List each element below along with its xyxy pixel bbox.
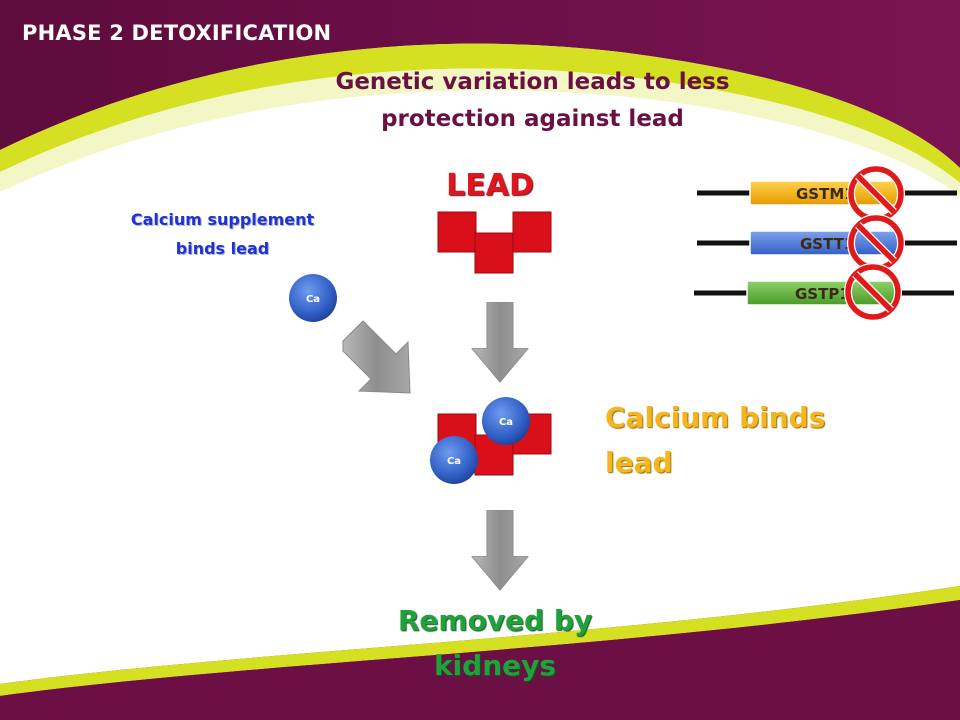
calcium-label: Ca <box>306 294 320 305</box>
subtitle: Genetic variation leads to less protecti… <box>300 64 765 138</box>
lead-blocks <box>437 211 552 274</box>
gene-label: GSTM1 <box>796 185 855 203</box>
calcium-atom: Ca <box>289 274 337 322</box>
gene-gstt1: GSTT1 <box>697 218 957 268</box>
gene-gstp1: GSTP1 <box>694 267 954 317</box>
gene-gstm1: GSTM1 <box>697 169 957 219</box>
subtitle-line: protection against lead <box>381 106 684 132</box>
calcium-binds-label: lead <box>605 446 673 479</box>
supplement-label: binds lead <box>175 239 270 258</box>
supplement-label: Calcium supplement <box>130 210 315 229</box>
calcium-label: Ca <box>499 417 513 428</box>
kidney-removal-label: kidneys <box>433 649 557 682</box>
kidney-removal-label: Removed by <box>397 604 593 637</box>
lead-label: LEAD <box>446 168 534 203</box>
gene-label: GSTT1 <box>800 235 854 253</box>
calcium-label: Ca <box>447 456 461 467</box>
calcium-binds-label: Calcium binds <box>605 401 826 434</box>
footer-banner <box>0 586 960 720</box>
subtitle-line: Genetic variation leads to less <box>335 69 730 95</box>
lead-calcium-complex: Ca Ca <box>430 397 552 484</box>
gene-label: GSTP1 <box>795 285 850 303</box>
diagonal-arrow-icon <box>342 320 411 394</box>
header-banner <box>0 0 960 196</box>
down-arrow-icon <box>471 302 529 383</box>
down-arrow-icon <box>471 510 529 591</box>
slide-title: PHASE 2 DETOXIFICATION <box>22 21 332 45</box>
